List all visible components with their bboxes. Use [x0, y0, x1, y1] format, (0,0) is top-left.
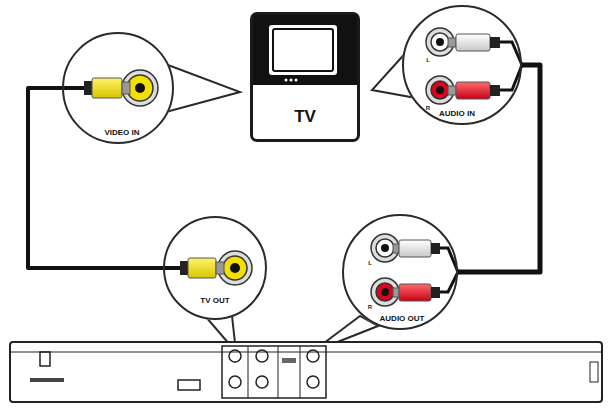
- callout-bubble: VIDEO IN: [62, 32, 174, 144]
- cable: [28, 88, 163, 268]
- audio-plugs: [426, 28, 522, 104]
- channel-label: L: [368, 260, 372, 266]
- bubble-fill: [62, 32, 174, 144]
- channel-label: L: [426, 57, 430, 63]
- bubble-fill: [342, 214, 458, 330]
- audio-plugs: [371, 234, 458, 306]
- dvd-player: [10, 342, 602, 402]
- port-label: VIDEO IN: [104, 128, 139, 137]
- video-plug: [163, 251, 252, 285]
- port-label: AUDIO IN: [439, 109, 475, 118]
- port-label: AUDIO OUT: [380, 314, 425, 323]
- callout-bubble: AUDIO IN: [402, 5, 522, 125]
- device-label: TV: [294, 107, 316, 127]
- bubble-fill: [163, 216, 267, 320]
- bubble-fill: [402, 5, 522, 125]
- channel-label: R: [426, 105, 430, 111]
- channel-label: R: [368, 304, 372, 310]
- callout-bubble: AUDIO OUT: [342, 214, 458, 330]
- video-plug: [62, 70, 158, 106]
- tv-icon: [253, 15, 357, 85]
- tv-box: TV: [250, 12, 360, 142]
- callout-bubble: TV OUT: [163, 216, 267, 320]
- port-label: TV OUT: [200, 296, 229, 305]
